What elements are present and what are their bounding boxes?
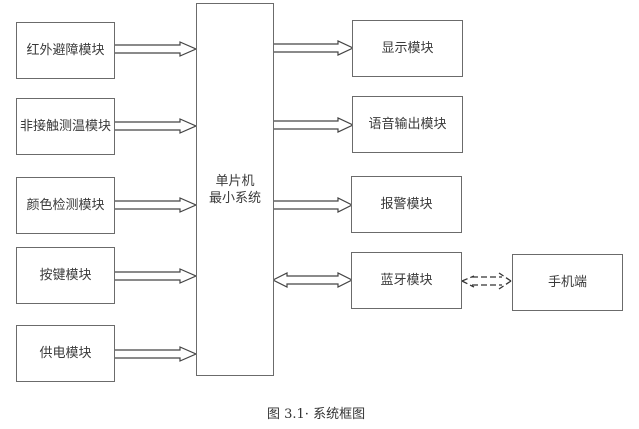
module-ir-obstacle: 红外避障模块 <box>16 22 115 79</box>
arrow-mcu-to-alarm <box>272 197 354 213</box>
arrow-mcu-bluetooth-bidirectional <box>271 272 354 288</box>
arrow-key-to-mcu <box>113 268 198 284</box>
module-power: 供电模块 <box>16 325 115 382</box>
mcu-label-line1: 单片机 <box>215 173 255 189</box>
module-label: 显示模块 <box>381 41 434 56</box>
mcu-label-line2: 最小系统 <box>208 190 261 206</box>
phone-terminal: 手机端 <box>512 254 623 311</box>
module-color-detect: 颜色检测模块 <box>16 177 115 234</box>
arrow-power-to-mcu <box>113 346 198 362</box>
arrow-temp-to-mcu <box>113 118 198 134</box>
module-label: 蓝牙模块 <box>380 273 433 288</box>
module-label: 报警模块 <box>380 197 433 212</box>
module-voice-output: 语音输出模块 <box>352 96 463 153</box>
arrow-mcu-to-display <box>272 40 355 56</box>
phone-label: 手机端 <box>547 275 587 290</box>
figure-caption: 图 3.1· 系统框图 <box>267 407 366 422</box>
module-noncontact-temp: 非接触测温模块 <box>16 98 115 155</box>
module-alarm: 报警模块 <box>351 176 462 233</box>
module-label: 按键模块 <box>39 268 92 283</box>
module-label: 语音输出模块 <box>368 117 447 132</box>
module-label: 颜色检测模块 <box>26 198 105 213</box>
module-keypad: 按键模块 <box>16 247 115 304</box>
arrow-ir-to-mcu <box>113 41 198 57</box>
mcu-minimum-system: 单片机 最小系统 <box>196 3 274 376</box>
module-bluetooth: 蓝牙模块 <box>351 252 462 309</box>
arrow-mcu-to-voice <box>272 117 355 133</box>
module-label: 供电模块 <box>39 346 92 361</box>
arrow-color-to-mcu <box>113 197 198 213</box>
module-label: 红外避障模块 <box>26 43 105 58</box>
arrow-bluetooth-phone-dashed <box>461 272 512 290</box>
module-display: 显示模块 <box>352 20 463 77</box>
module-label: 非接触测温模块 <box>19 119 111 134</box>
